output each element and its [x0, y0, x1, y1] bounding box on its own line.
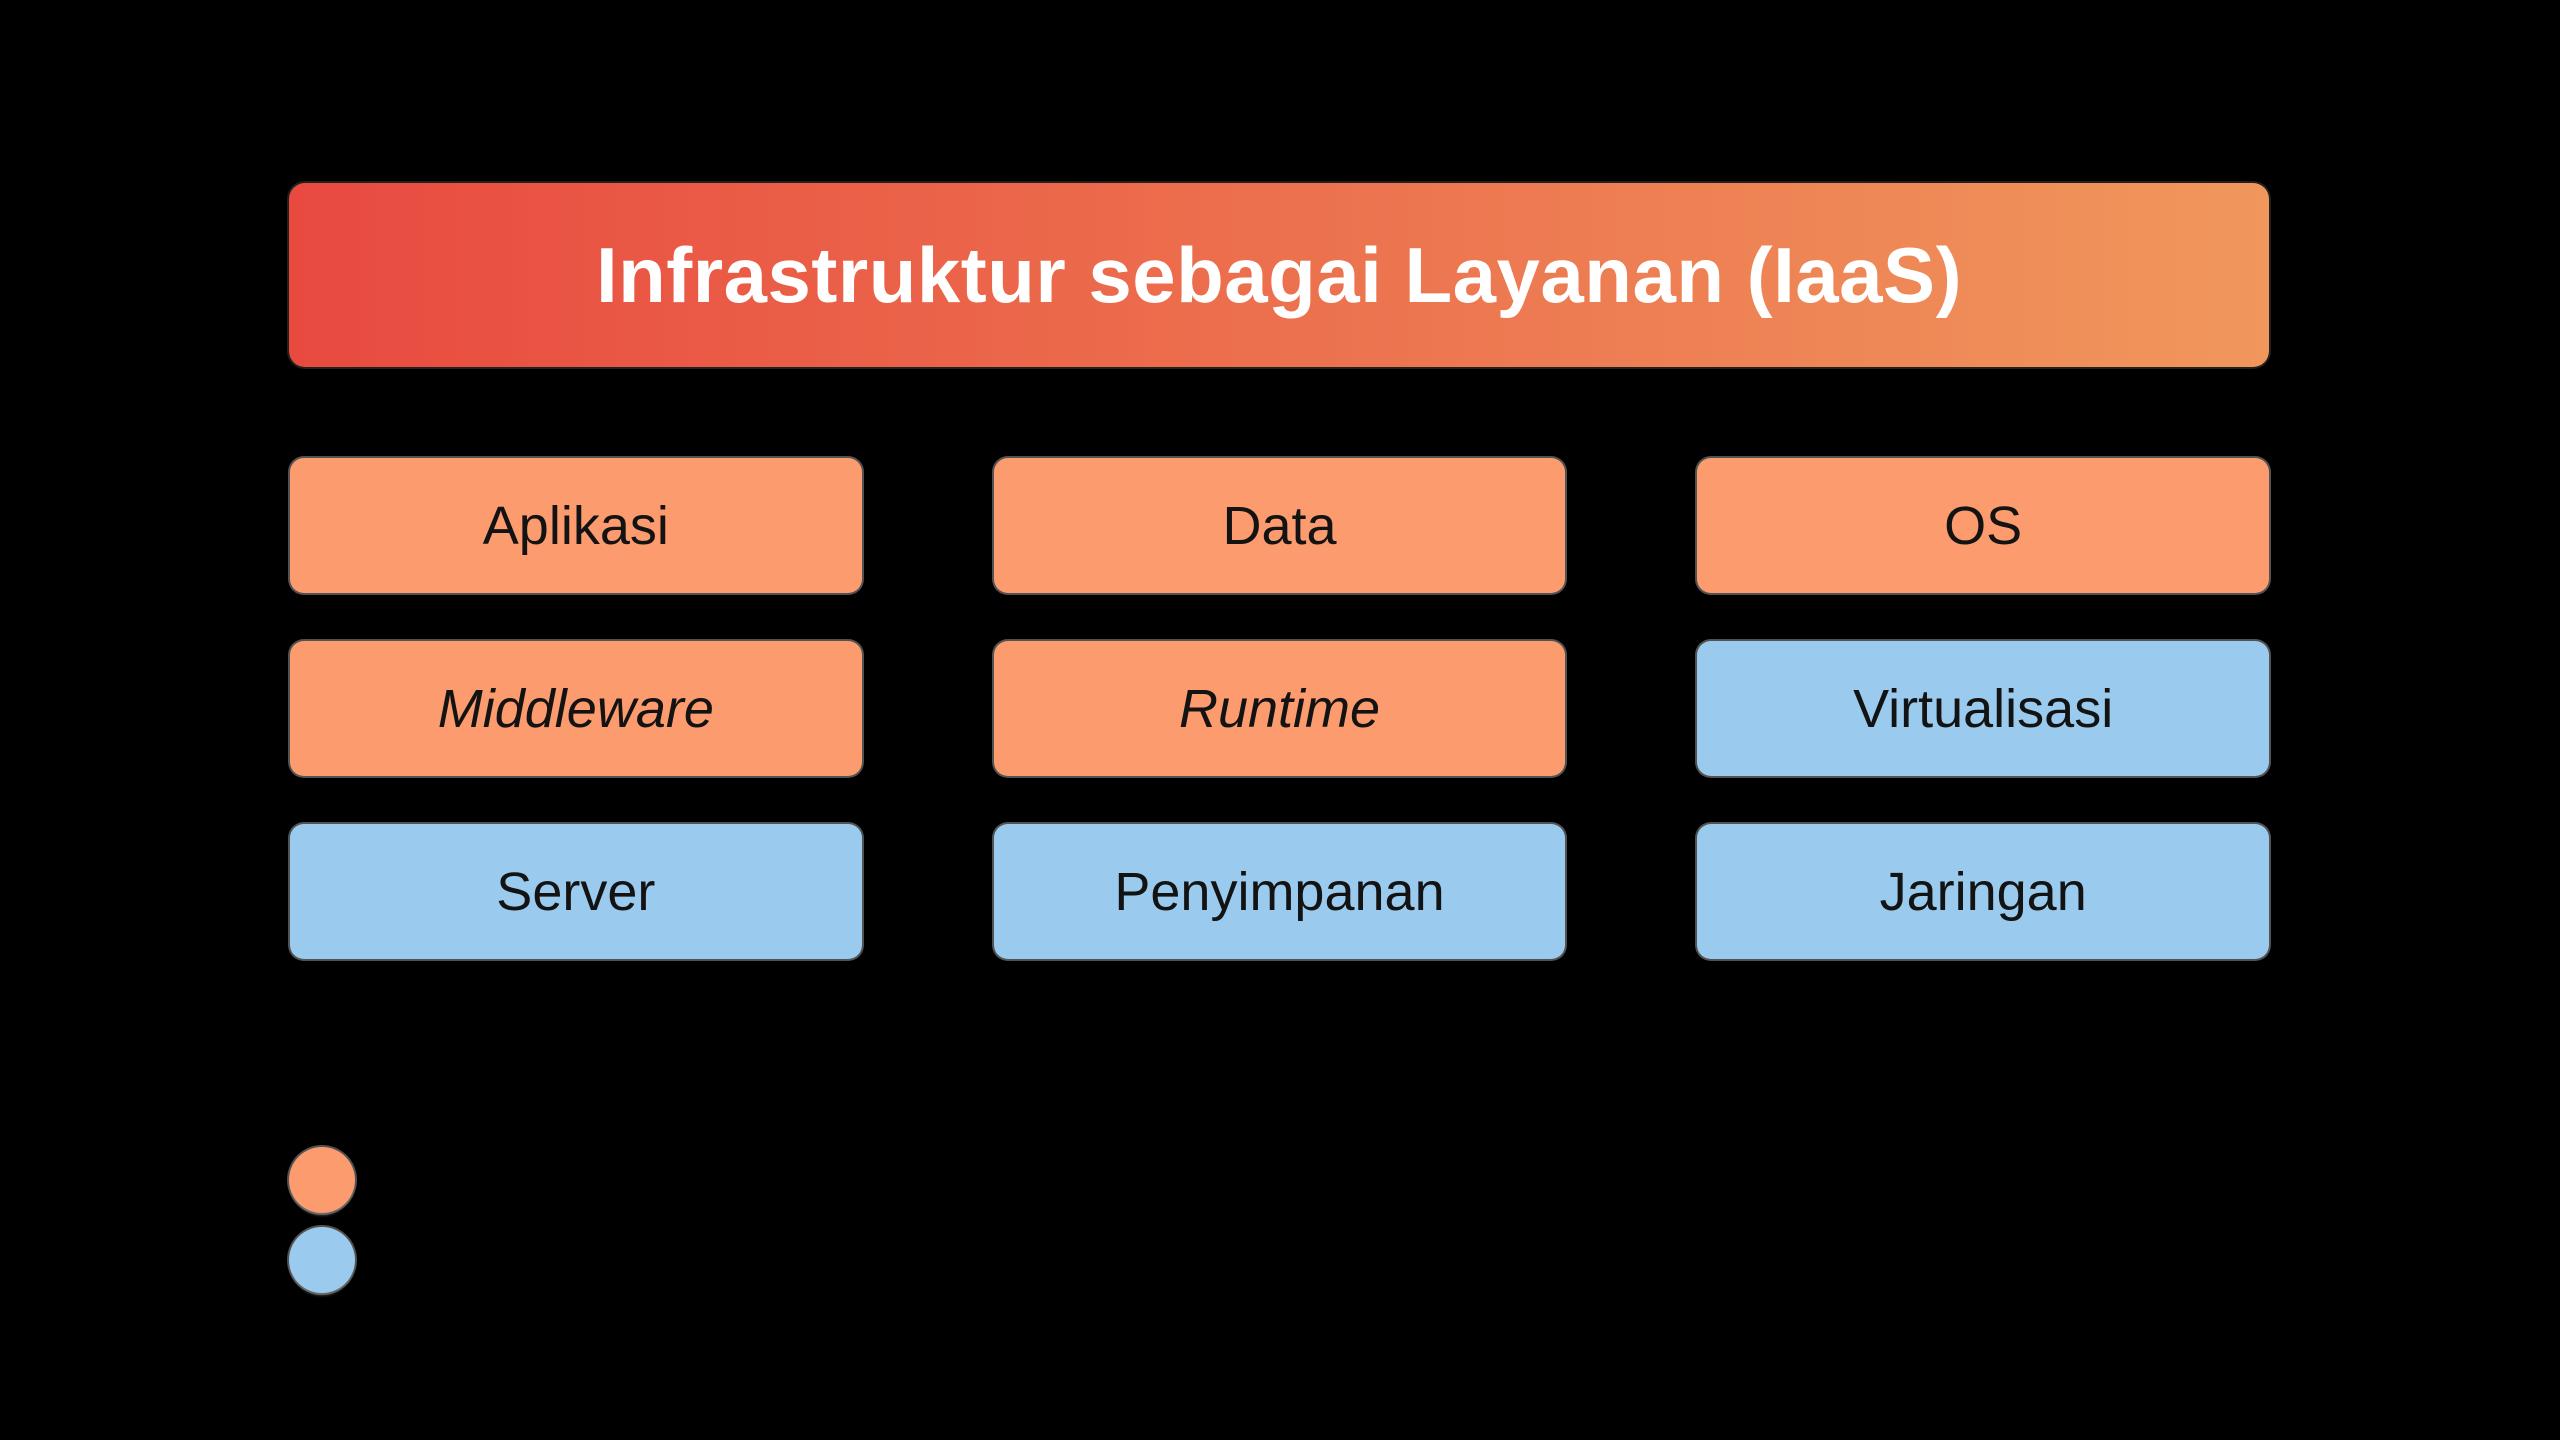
cell-virtualisasi: Virtualisasi — [1697, 641, 2269, 776]
cell-middleware: Middleware — [290, 641, 862, 776]
cell-data: Data — [993, 458, 1566, 593]
cell-runtime: Runtime — [993, 641, 1566, 776]
cell-jaringan: Jaringan — [1697, 824, 2269, 959]
cell-server: Server — [290, 824, 862, 959]
cell-aplikasi: Aplikasi — [290, 458, 862, 593]
iaas-stack-grid: Aplikasi Data OS Middleware Runtime Virt… — [290, 458, 2269, 959]
legend-orange-dot-icon — [289, 1147, 355, 1213]
cell-os: OS — [1697, 458, 2269, 593]
legend — [289, 1147, 355, 1293]
title-bar: Infrastruktur sebagai Layanan (IaaS) — [289, 183, 2269, 367]
diagram-title: Infrastruktur sebagai Layanan (IaaS) — [595, 230, 1963, 319]
legend-blue-dot-icon — [289, 1227, 355, 1293]
cell-penyimpanan: Penyimpanan — [993, 824, 1566, 959]
